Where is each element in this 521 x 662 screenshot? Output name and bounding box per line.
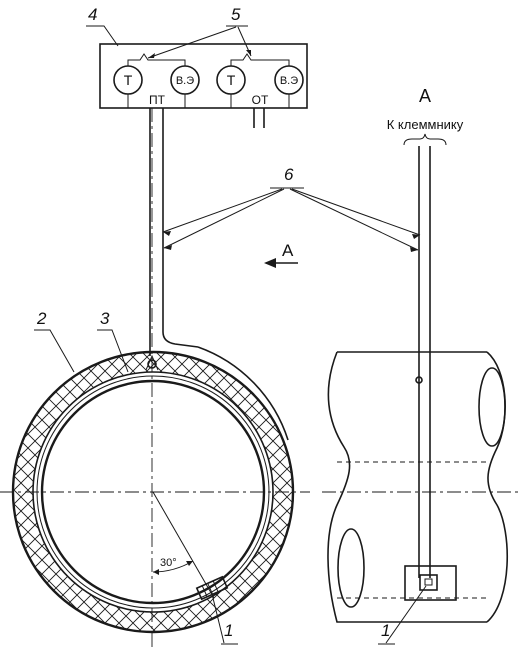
pipe-bore-lower bbox=[337, 528, 365, 608]
view-arrow-label: А bbox=[282, 241, 294, 260]
pipe-outline-left bbox=[327, 351, 487, 623]
terminal-label: К клеммнику bbox=[387, 117, 464, 132]
label-1-left: 1 bbox=[224, 621, 233, 640]
label-3: 3 bbox=[100, 309, 110, 328]
leader-5a bbox=[147, 26, 237, 59]
sensor-left bbox=[195, 575, 229, 601]
pipe-cross-section: 30° 2 3 1 bbox=[0, 108, 310, 648]
left-cable bbox=[149, 108, 199, 356]
view-a: А К клеммнику 1 bbox=[322, 86, 521, 645]
view-arrow-a: А bbox=[264, 241, 298, 268]
ot-group: Т В.Э ОТ bbox=[216, 53, 304, 128]
pt-caption: ПТ bbox=[149, 93, 166, 107]
label-4: 4 bbox=[88, 5, 97, 24]
cable-wrap bbox=[197, 346, 289, 441]
ot-caption: ОТ bbox=[252, 93, 269, 107]
cable-callout-6: 6 bbox=[162, 165, 421, 252]
leader-4 bbox=[86, 25, 119, 47]
cable-node bbox=[415, 376, 423, 384]
indicator-box: Т В.Э ПТ Т В.Э ОТ 4 5 bbox=[86, 5, 308, 128]
leader-3 bbox=[97, 329, 129, 373]
label-5: 5 bbox=[231, 5, 241, 24]
pipe-bore-upper bbox=[478, 367, 506, 447]
leader-1-left bbox=[211, 593, 238, 645]
sensor-right bbox=[404, 565, 457, 601]
angle-label: 30° bbox=[160, 557, 177, 569]
leader-2 bbox=[34, 329, 75, 373]
pt-t-label: Т bbox=[124, 72, 133, 88]
pt-ve-label: В.Э bbox=[176, 75, 194, 87]
leader-1-right bbox=[378, 585, 427, 645]
terminal-brace bbox=[403, 133, 447, 146]
radial-30-line bbox=[152, 491, 215, 599]
ot-ve-label: В.Э bbox=[280, 75, 298, 87]
view-a-title: А bbox=[419, 86, 431, 106]
ot-t-label: Т bbox=[227, 72, 236, 88]
pt-group: Т В.Э ПТ bbox=[113, 53, 200, 109]
label-2: 2 bbox=[36, 309, 47, 328]
label-6: 6 bbox=[284, 165, 294, 184]
label-1-right: 1 bbox=[381, 621, 390, 640]
